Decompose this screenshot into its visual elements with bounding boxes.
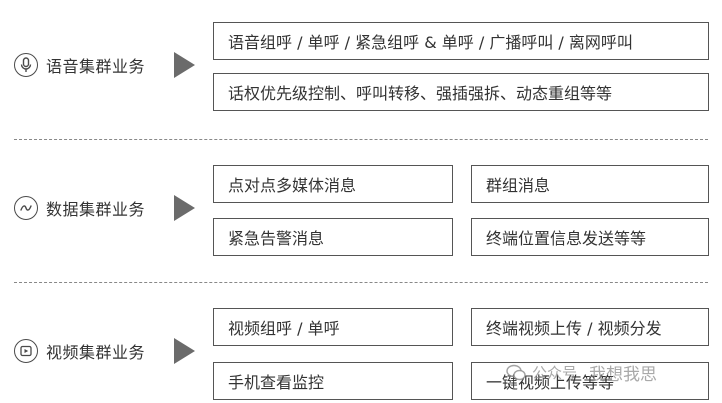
- video-section-title: 视频集群业务: [46, 343, 146, 362]
- video-arrow: [174, 338, 195, 364]
- divider-2: [14, 282, 708, 283]
- data-box-location: 终端位置信息发送等等: [471, 218, 709, 256]
- voice-box-call-types: 语音组呼 / 单呼 / 紧急组呼 & 单呼 / 广播呼叫 / 离网呼叫: [213, 22, 709, 60]
- video-box-one-key-upload: 一键视频上传等等: [471, 362, 709, 400]
- data-box-emergency-alert: 紧急告警消息: [213, 218, 453, 256]
- video-box-upload-distribute: 终端视频上传 / 视频分发: [471, 308, 709, 346]
- voice-section-title: 语音集群业务: [46, 57, 146, 76]
- voice-box-features: 话权优先级控制、呼叫转移、强插强拆、动态重组等等: [213, 73, 709, 111]
- data-section-label: 数据集群业务: [14, 193, 145, 223]
- divider-1: [14, 139, 708, 140]
- microphone-icon: [14, 53, 38, 77]
- data-section-title: 数据集群业务: [46, 200, 146, 219]
- data-arrow: [174, 195, 195, 221]
- play-icon: [14, 339, 38, 363]
- video-box-group-call: 视频组呼 / 单呼: [213, 308, 453, 346]
- video-section-label: 视频集群业务: [14, 336, 145, 366]
- voice-section-label: 语音集群业务: [14, 50, 145, 80]
- voice-arrow: [174, 52, 195, 78]
- wave-icon: [14, 196, 38, 220]
- data-box-group-message: 群组消息: [471, 165, 709, 203]
- video-box-phone-monitor: 手机查看监控: [213, 362, 453, 400]
- data-box-p2p-multimedia: 点对点多媒体消息: [213, 165, 453, 203]
